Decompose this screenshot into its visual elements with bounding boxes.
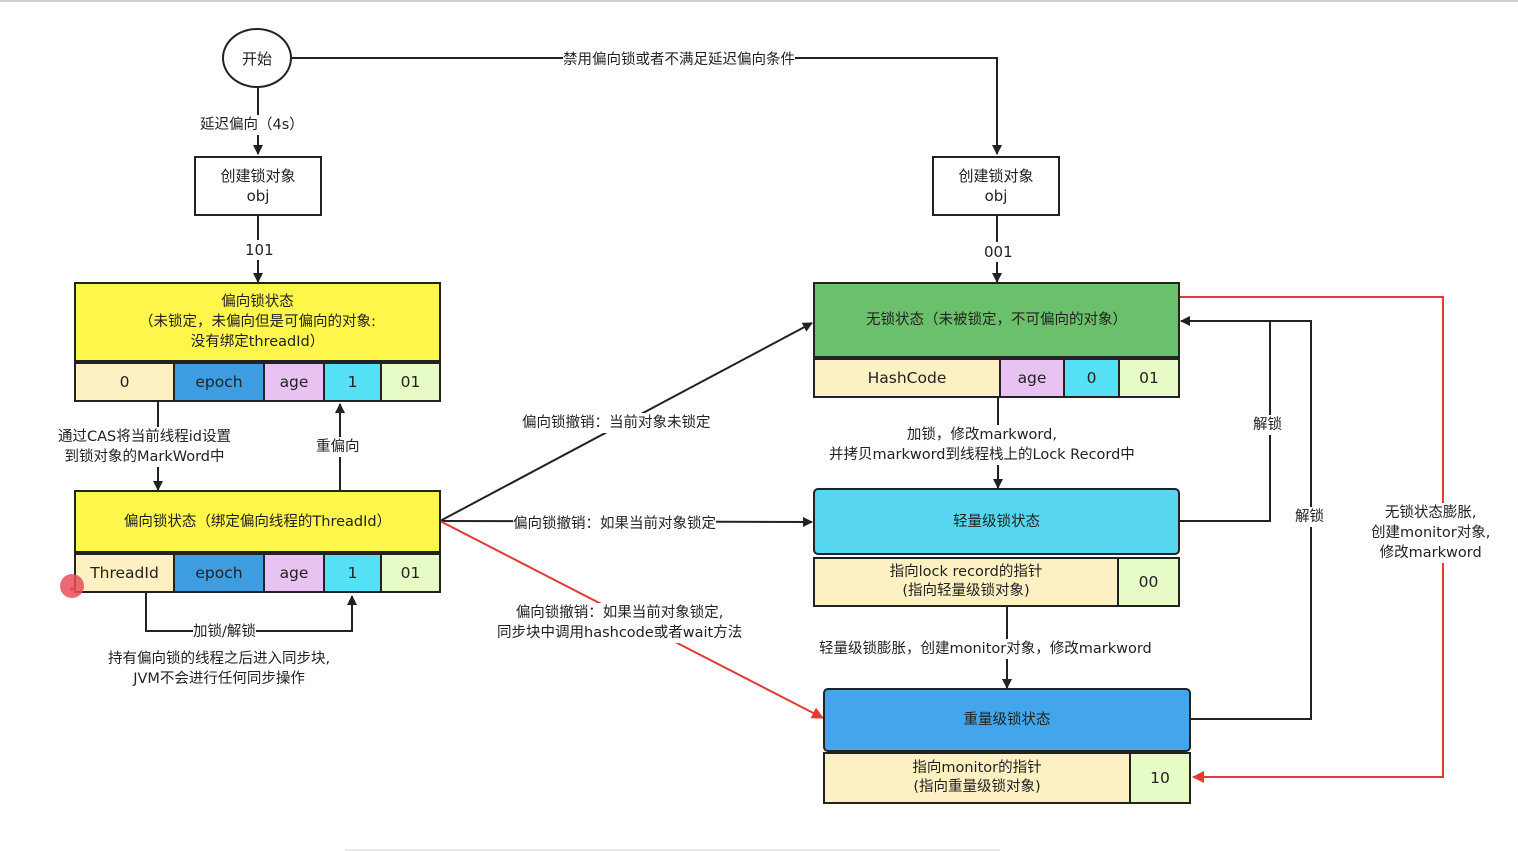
create-lock-object-left: 创建锁对象 obj [194,156,322,216]
start-label: 开始 [241,49,272,68]
label-light-inflate: 轻量级锁膨胀，创建monitor对象，修改markword [819,639,1152,659]
heavy-lock-ptr-line1: 指向monitor的指针 [912,760,1042,776]
cell-lock-bits: 00 [1119,559,1178,605]
cell-thread-zero: 0 [76,364,175,400]
bottom-divider [345,849,1000,851]
label-rebias: 重偏向 [316,437,360,457]
label-lock-unlock: 加锁/解锁 [193,622,256,642]
label-bias-note-line2: JVM不会进行任何同步操作 [133,671,305,687]
biased-anon-line3: 没有绑定threadId） [190,334,325,350]
light-lock-ptr-line2: (指向轻量级锁对象) [902,583,1030,599]
label-bias-note: 持有偏向锁的线程之后进入同步块, JVM不会进行任何同步操作 [108,649,331,689]
label-revoke-hashcode-line1: 偏向锁撤销：如果当前对象锁定, [515,605,724,621]
heavy-lock-markword: 指向monitor的指针 (指向重量级锁对象) 10 [823,752,1191,804]
label-bias-note-line1: 持有偏向锁的线程之后进入同步块, [108,651,331,667]
create-lock-object-right: 创建锁对象 obj [932,156,1060,216]
biased-anonymous-state: 偏向锁状态 （未锁定，未偏向但是可偏向的对象: 没有绑定threadId） [74,282,441,362]
lightweight-lock-state: 轻量级锁状态 [813,488,1180,555]
create-left-line2: obj [246,187,270,205]
heavy-lock-title: 重量级锁状态 [963,712,1051,728]
label-revoke-hashcode: 偏向锁撤销：如果当前对象锁定, 同步块中调用hashcode或者wait方法 [497,603,743,643]
biased-anon-markword: 0 epoch age 1 01 [74,362,441,402]
biased-bound-title: 偏向锁状态（绑定偏向线程的ThreadId） [123,513,392,530]
create-left-line1: 创建锁对象 [220,167,296,185]
cell-epoch: epoch [175,555,265,591]
label-lock-line1: 加锁，修改markword, [906,427,1057,443]
edge-start-to-create-right [292,57,1002,155]
start-node: 开始 [222,28,292,88]
no-lock-state: 无锁状态（未被锁定，不可偏向的对象） [813,282,1180,358]
light-lock-title: 轻量级锁状态 [953,513,1040,530]
no-lock-markword: HashCode age 0 01 [813,358,1180,398]
label-lock-line2: 并拷贝markword到线程栈上的Lock Record中 [829,447,1135,463]
top-divider [0,0,1518,2]
label-nolock-inflate: 无锁状态膨胀, 创建monitor对象, 修改markword [1371,503,1491,563]
label-disable-bias: 禁用偏向锁或者不满足延迟偏向条件 [563,50,795,70]
heavyweight-lock-state: 重量级锁状态 [823,688,1191,752]
no-lock-title: 无锁状态（未被锁定，不可偏向的对象） [866,312,1127,328]
cell-age: age [265,364,325,400]
label-cas-line2: 到锁对象的MarkWord中 [64,449,225,465]
cell-hashcode: HashCode [815,360,1001,396]
cell-lock-record-pointer: 指向lock record的指针 (指向轻量级锁对象) [815,559,1119,605]
annotation-red-dot [60,574,84,598]
cell-biased-flag: 1 [325,555,382,591]
cell-age: age [1001,360,1065,396]
cell-lock-bits: 10 [1131,754,1189,802]
cell-age: age [265,555,325,591]
cell-lock-bits: 01 [1120,360,1178,396]
light-lock-markword: 指向lock record的指针 (指向轻量级锁对象) 00 [813,557,1180,607]
cell-biased-flag: 0 [1065,360,1120,396]
light-lock-ptr-line1: 指向lock record的指针 [889,564,1043,580]
create-right-line2: obj [984,187,1008,205]
label-lock: 加锁，修改markword, 并拷贝markword到线程栈上的Lock Rec… [829,425,1135,465]
biased-bound-state: 偏向锁状态（绑定偏向线程的ThreadId） [74,490,441,553]
cell-lock-bits: 01 [382,555,439,591]
cell-epoch: epoch [175,364,265,400]
cell-monitor-pointer: 指向monitor的指针 (指向重量级锁对象) [825,754,1131,802]
label-revoke-locked: 偏向锁撤销：如果当前对象锁定 [513,514,716,534]
cell-lock-bits: 01 [382,364,439,400]
label-cas: 通过CAS将当前线程id设置 到锁对象的MarkWord中 [58,427,231,467]
biased-anon-line1: 偏向锁状态 [221,294,294,310]
heavy-lock-ptr-line2: (指向重量级锁对象) [913,779,1041,795]
label-bits-001: 001 [984,242,1013,262]
create-right-line1: 创建锁对象 [958,167,1034,185]
label-nolock-inflate-line3: 修改markword [1379,545,1482,561]
biased-bound-markword: ThreadId epoch age 1 01 [74,553,441,593]
label-unlock-light: 解锁 [1253,415,1282,435]
label-nolock-inflate-line2: 创建monitor对象, [1371,525,1491,541]
label-bits-101: 101 [245,240,274,260]
cell-threadid: ThreadId [76,555,175,591]
label-revoke-unlocked: 偏向锁撤销：当前对象未锁定 [522,413,711,433]
label-cas-line1: 通过CAS将当前线程id设置 [58,429,231,445]
label-nolock-inflate-line1: 无锁状态膨胀, [1384,505,1477,521]
cell-biased-flag: 1 [325,364,382,400]
biased-anon-line2: （未锁定，未偏向但是可偏向的对象: [139,314,376,330]
label-delay-bias: 延迟偏向（4s） [200,115,304,135]
label-unlock-heavy: 解锁 [1295,507,1324,527]
label-revoke-hashcode-line2: 同步块中调用hashcode或者wait方法 [497,625,743,641]
